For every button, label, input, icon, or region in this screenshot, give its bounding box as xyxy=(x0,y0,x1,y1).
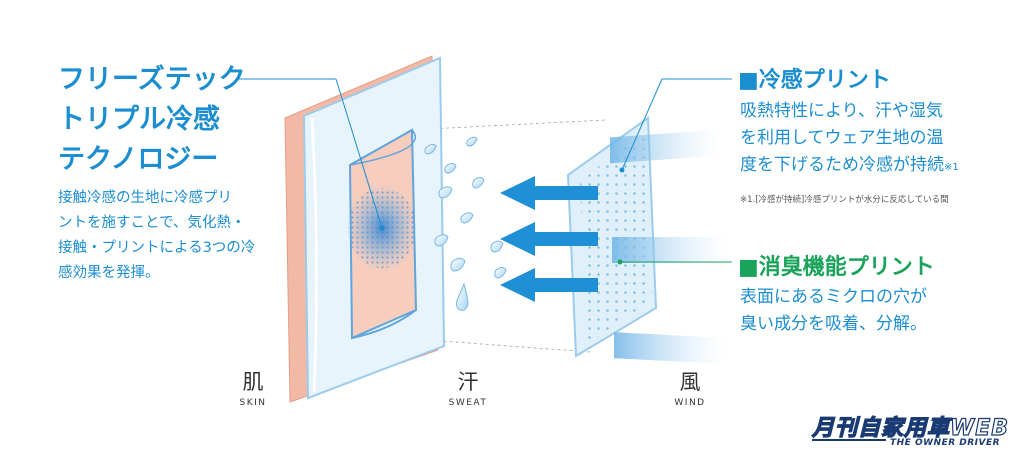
cooling-print-heading: ■冷感プリント xyxy=(738,68,891,93)
cooling-desc-line-2: を利用してウェア生地の温 xyxy=(740,128,944,148)
logo-underline xyxy=(812,439,886,441)
wind-streams xyxy=(610,129,730,365)
left-title: フリーズテック トリプル冷感 テクノロジー xyxy=(58,60,288,180)
sweat-droplets xyxy=(424,136,507,311)
footnote-mark: ※1 xyxy=(944,162,959,173)
deodorant-print-description: 表面にあるミクロの穴が 臭い成分を吸着、分解。 xyxy=(740,284,927,338)
left-description: 接触冷感の生地に冷感プリ ントを施すことで、気化熱・ 接触・プリントによる3つの… xyxy=(58,186,268,286)
skin-label: 肌 SKIN xyxy=(228,370,278,408)
left-title-line-2: トリプル冷感 xyxy=(58,104,220,135)
sweat-label-en: SWEAT xyxy=(448,398,488,408)
cooling-print-description: 吸熱特性により、汗や湿気 を利用してウェア生地の温 度を下げるため冷感が持続※1 xyxy=(740,98,959,181)
fabric-panel-inner xyxy=(346,128,418,340)
wind-label-en: WIND xyxy=(674,398,706,408)
cooling-desc-line-3: 度を下げるため冷感が持続※1 xyxy=(740,152,959,181)
footnote-text: ※1.[冷感が持続]冷感プリントが水分に反応している間 xyxy=(740,195,949,205)
logo-main-text: 月刊自家用車WEB xyxy=(811,415,1010,441)
site-logo[interactable]: 月刊自家用車WEB THE OWNER DRIVER xyxy=(811,410,1012,456)
left-desc-line-4: 感効果を発揮。 xyxy=(58,265,160,281)
deodorant-desc-line-2: 臭い成分を吸着、分解。 xyxy=(740,314,927,334)
left-title-line-3: テクノロジー xyxy=(58,144,219,175)
cooling-desc-line-3-text: 度を下げるため冷感が持続 xyxy=(740,155,944,175)
left-desc-line-3: 接触・プリントによる3つの冷 xyxy=(58,240,256,256)
deodorant-print-heading: ■消臭機能プリント xyxy=(738,255,935,280)
left-desc-line-1: 接触冷感の生地に冷感プリ xyxy=(58,190,232,206)
deodorant-desc-line-1: 表面にあるミクロの穴が xyxy=(740,287,927,307)
skin-label-jp: 肌 xyxy=(242,370,264,394)
cooling-arrows xyxy=(500,176,598,302)
sweat-label: 汗 SWEAT xyxy=(438,370,498,408)
wind-label-jp: 風 xyxy=(679,370,701,394)
wind-label: 風 WIND xyxy=(662,370,718,408)
logo-sub-text: THE OWNER DRIVER xyxy=(890,438,1001,448)
skin-label-en: SKIN xyxy=(239,398,267,408)
left-title-line-1: フリーズテック xyxy=(58,64,246,95)
sweat-label-jp: 汗 xyxy=(457,370,479,394)
left-desc-line-2: ントを施すことで、気化熱・ xyxy=(58,215,246,231)
cooling-desc-line-1: 吸熱特性により、汗や湿気 xyxy=(740,101,943,121)
callout-lines xyxy=(236,78,732,265)
